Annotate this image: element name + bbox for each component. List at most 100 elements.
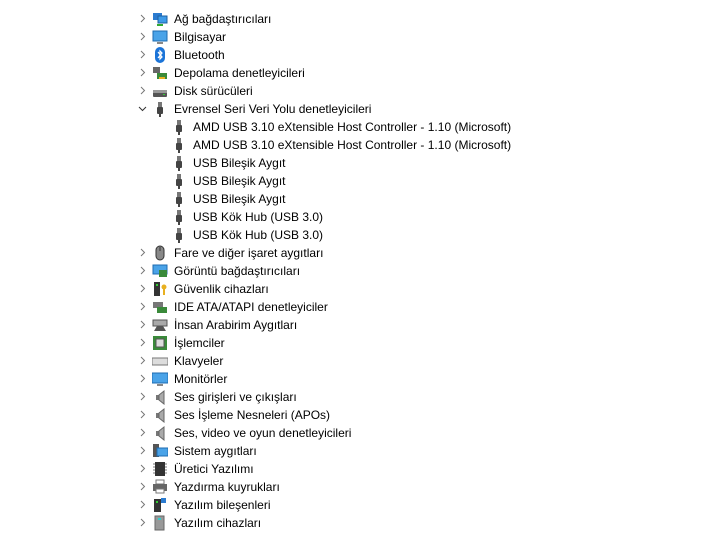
chevron-right-icon[interactable] xyxy=(136,28,148,46)
ide-controller-icon xyxy=(152,299,168,315)
usb-icon xyxy=(152,101,168,117)
chevron-right-icon[interactable] xyxy=(136,244,148,262)
chevron-right-icon[interactable] xyxy=(136,388,148,406)
chevron-right-icon[interactable] xyxy=(136,298,148,316)
chevron-right-icon[interactable] xyxy=(136,316,148,334)
tree-category-item[interactable]: Depolama denetleyicileri xyxy=(0,64,714,82)
system-devices-icon xyxy=(152,443,169,459)
tree-category-item[interactable]: Yazdırma kuyrukları xyxy=(0,478,714,496)
usb-icon xyxy=(171,119,187,135)
chevron-right-icon[interactable] xyxy=(136,370,148,388)
tree-item-label: IDE ATA/ATAPI denetleyiciler xyxy=(174,300,328,314)
chevron-down-icon[interactable] xyxy=(136,100,148,118)
tree-child-item[interactable]: USB Bileşik Aygıt xyxy=(0,172,714,190)
tree-item-label: Görüntü bağdaştırıcıları xyxy=(174,264,301,278)
tree-item-label: Ses İşleme Nesneleri (APOs) xyxy=(174,408,331,422)
chevron-right-icon[interactable] xyxy=(136,10,148,28)
tree-item-label: Güvenlik cihazları xyxy=(174,282,269,296)
chevron-right-icon[interactable] xyxy=(136,460,148,478)
tree-item-label: Üretici Yazılımı xyxy=(174,462,254,476)
tree-category-item[interactable]: Ses, video ve oyun denetleyicileri xyxy=(0,424,714,442)
firmware-icon xyxy=(152,461,168,477)
usb-icon xyxy=(171,155,187,171)
tree-category-item[interactable]: Disk sürücüleri xyxy=(0,82,714,100)
usb-icon xyxy=(171,209,187,225)
tree-category-item[interactable]: İnsan Arabirim Aygıtları xyxy=(0,316,714,334)
disk-drive-icon xyxy=(152,83,168,99)
tree-child-item[interactable]: USB Kök Hub (USB 3.0) xyxy=(0,226,714,244)
tree-category-item[interactable]: Ses girişleri ve çıkışları xyxy=(0,388,714,406)
tree-child-item[interactable]: AMD USB 3.10 eXtensible Host Controller … xyxy=(0,118,714,136)
tree-item-label: Klavyeler xyxy=(174,354,224,368)
tree-item-label: Ses, video ve oyun denetleyicileri xyxy=(174,426,352,440)
storage-controller-icon xyxy=(152,65,168,81)
tree-item-label: Evrensel Seri Veri Yolu denetleyicileri xyxy=(174,102,372,116)
tree-category-item[interactable]: İşlemciler xyxy=(0,334,714,352)
tree-category-item[interactable]: Evrensel Seri Veri Yolu denetleyicileri xyxy=(0,100,714,118)
usb-icon xyxy=(171,191,187,207)
network-adapter-icon xyxy=(152,11,168,27)
processor-icon xyxy=(152,335,168,351)
tree-item-label: İnsan Arabirim Aygıtları xyxy=(174,318,298,332)
monitor-icon xyxy=(151,371,169,387)
tree-category-item[interactable]: Yazılım bileşenleri xyxy=(0,496,714,514)
hid-icon xyxy=(152,317,168,333)
chevron-right-icon[interactable] xyxy=(136,352,148,370)
software-device-icon xyxy=(152,515,168,531)
chevron-right-icon[interactable] xyxy=(136,424,148,442)
tree-category-item[interactable]: Bilgisayar xyxy=(0,28,714,46)
tree-item-label: Depolama denetleyicileri xyxy=(174,66,305,80)
tree-category-item[interactable]: Üretici Yazılımı xyxy=(0,460,714,478)
tree-item-label: Sistem aygıtları xyxy=(174,444,257,458)
tree-category-item[interactable]: IDE ATA/ATAPI denetleyiciler xyxy=(0,298,714,316)
tree-item-label: Yazdırma kuyrukları xyxy=(174,480,280,494)
tree-item-label: Ağ bağdaştırıcıları xyxy=(174,12,272,26)
tree-item-label: İşlemciler xyxy=(174,336,225,350)
usb-icon xyxy=(171,227,187,243)
chevron-right-icon[interactable] xyxy=(136,442,148,460)
speaker-icon xyxy=(152,425,168,442)
tree-child-item[interactable]: USB Kök Hub (USB 3.0) xyxy=(0,208,714,226)
tree-item-label: USB Kök Hub (USB 3.0) xyxy=(193,210,324,224)
tree-item-label: Bilgisayar xyxy=(174,30,227,44)
computer-icon xyxy=(152,29,168,45)
software-component-icon xyxy=(152,497,168,513)
tree-item-label: Yazılım bileşenleri xyxy=(174,498,271,512)
tree-category-item[interactable]: Bluetooth xyxy=(0,46,714,64)
tree-item-label: Yazılım cihazları xyxy=(174,516,262,530)
tree-item-label: AMD USB 3.10 eXtensible Host Controller … xyxy=(193,138,512,152)
tree-item-label: USB Bileşik Aygıt xyxy=(193,156,286,170)
mouse-icon xyxy=(152,245,168,261)
tree-category-item[interactable]: Ağ bağdaştırıcıları xyxy=(0,10,714,28)
tree-item-label: Bluetooth xyxy=(174,48,225,62)
display-adapter-icon xyxy=(152,263,168,279)
tree-category-item[interactable]: Yazılım cihazları xyxy=(0,514,714,532)
tree-child-item[interactable]: USB Bileşik Aygıt xyxy=(0,154,714,172)
tree-item-label: USB Kök Hub (USB 3.0) xyxy=(193,228,324,242)
usb-icon xyxy=(171,173,187,189)
tree-category-item[interactable]: Fare ve diğer işaret aygıtları xyxy=(0,244,714,262)
tree-item-label: Ses girişleri ve çıkışları xyxy=(174,390,297,404)
tree-category-item[interactable]: Sistem aygıtları xyxy=(0,442,714,460)
keyboard-icon xyxy=(151,353,169,369)
tree-category-item[interactable]: Monitörler xyxy=(0,370,714,388)
tree-child-item[interactable]: USB Bileşik Aygıt xyxy=(0,190,714,208)
chevron-right-icon[interactable] xyxy=(136,64,148,82)
tree-category-item[interactable]: Güvenlik cihazları xyxy=(0,280,714,298)
chevron-right-icon[interactable] xyxy=(136,82,148,100)
security-device-icon xyxy=(152,281,168,297)
chevron-right-icon[interactable] xyxy=(136,262,148,280)
chevron-right-icon[interactable] xyxy=(136,478,148,496)
tree-category-item[interactable]: Ses İşleme Nesneleri (APOs) xyxy=(0,406,714,424)
chevron-right-icon[interactable] xyxy=(136,496,148,514)
tree-category-item[interactable]: Görüntü bağdaştırıcıları xyxy=(0,262,714,280)
tree-child-item[interactable]: AMD USB 3.10 eXtensible Host Controller … xyxy=(0,136,714,154)
chevron-right-icon[interactable] xyxy=(136,406,148,424)
chevron-right-icon[interactable] xyxy=(136,280,148,298)
speaker-icon xyxy=(152,389,168,406)
chevron-right-icon[interactable] xyxy=(136,514,148,532)
chevron-right-icon[interactable] xyxy=(136,46,148,64)
chevron-right-icon[interactable] xyxy=(136,334,148,352)
tree-item-label: Fare ve diğer işaret aygıtları xyxy=(174,246,324,260)
tree-category-item[interactable]: Klavyeler xyxy=(0,352,714,370)
